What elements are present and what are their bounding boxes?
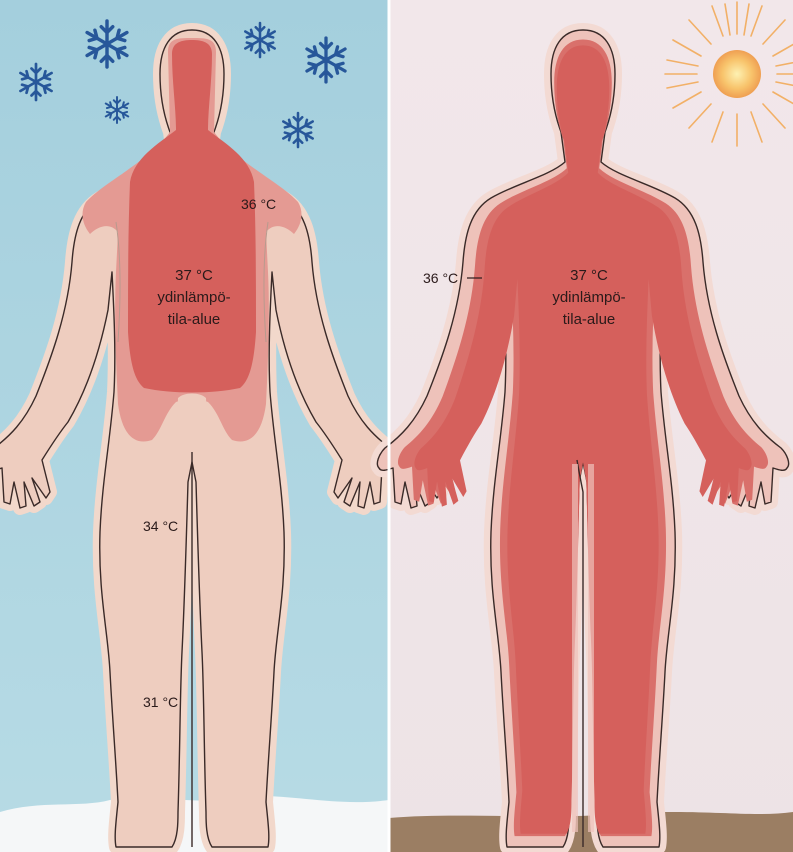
label-core-line2: tila-alue — [168, 311, 221, 328]
label-core-line1: ydinlämpö- — [552, 289, 625, 306]
label-core-line1: ydinlämpö- — [157, 289, 230, 306]
groin-patch — [176, 394, 208, 446]
label-shoulder-temp: 36 °C — [241, 196, 276, 212]
cold-panel: 36 °C 37 °C ydinlämpö- tila-alue 34 °C 3… — [0, 0, 398, 852]
label-core-temp: 37 °C — [175, 267, 213, 284]
label-thigh-temp: 34 °C — [143, 518, 178, 534]
warm-panel: 36 °C 37 °C ydinlämpö- tila-alue — [377, 0, 793, 852]
label-core-line2: tila-alue — [563, 311, 616, 328]
label-arm-temp: 36 °C — [423, 270, 458, 286]
label-calf-temp: 31 °C — [143, 694, 178, 710]
label-core-temp: 37 °C — [570, 267, 608, 284]
